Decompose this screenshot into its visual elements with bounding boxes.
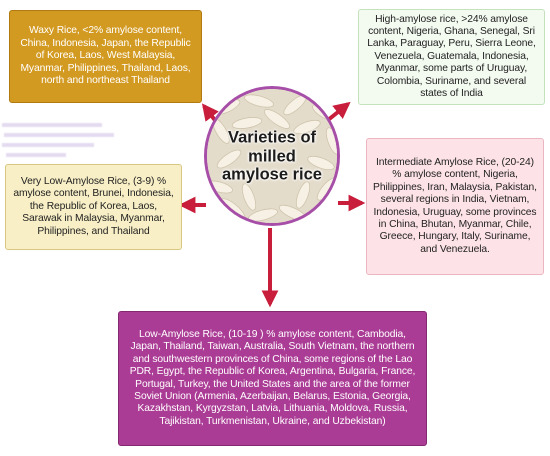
high-amylose-rice-text: High-amylose rice, >24% amylose content,…	[367, 13, 536, 100]
background-text-fragment	[0, 108, 118, 157]
rice-grains-image	[207, 89, 337, 223]
center-hub: Varieties of milled amylose rice	[204, 86, 340, 226]
intermediate-amylose-rice-box: Intermediate Amylose Rice, (20-24) % amy…	[366, 138, 544, 275]
high-amylose-rice-box: High-amylose rice, >24% amylose content,…	[358, 9, 545, 105]
intermediate-amylose-rice-text: Intermediate Amylose Rice, (20-24) % amy…	[373, 156, 537, 255]
center-title: Varieties of milled amylose rice	[222, 128, 322, 184]
waxy-rice-box: Waxy Rice, <2% amylose content, China, I…	[9, 10, 202, 103]
low-amylose-rice-box: Low-Amylose Rice, (10-19 ) % amylose con…	[118, 311, 427, 446]
low-amylose-rice-text: Low-Amylose Rice, (10-19 ) % amylose con…	[129, 328, 416, 427]
very-low-amylose-rice-text: Very Low-Amylose Rice, (3-9) % amylose c…	[13, 175, 174, 237]
very-low-amylose-rice-box: Very Low-Amylose Rice, (3-9) % amylose c…	[5, 164, 182, 250]
waxy-rice-text: Waxy Rice, <2% amylose content, China, I…	[20, 25, 191, 87]
